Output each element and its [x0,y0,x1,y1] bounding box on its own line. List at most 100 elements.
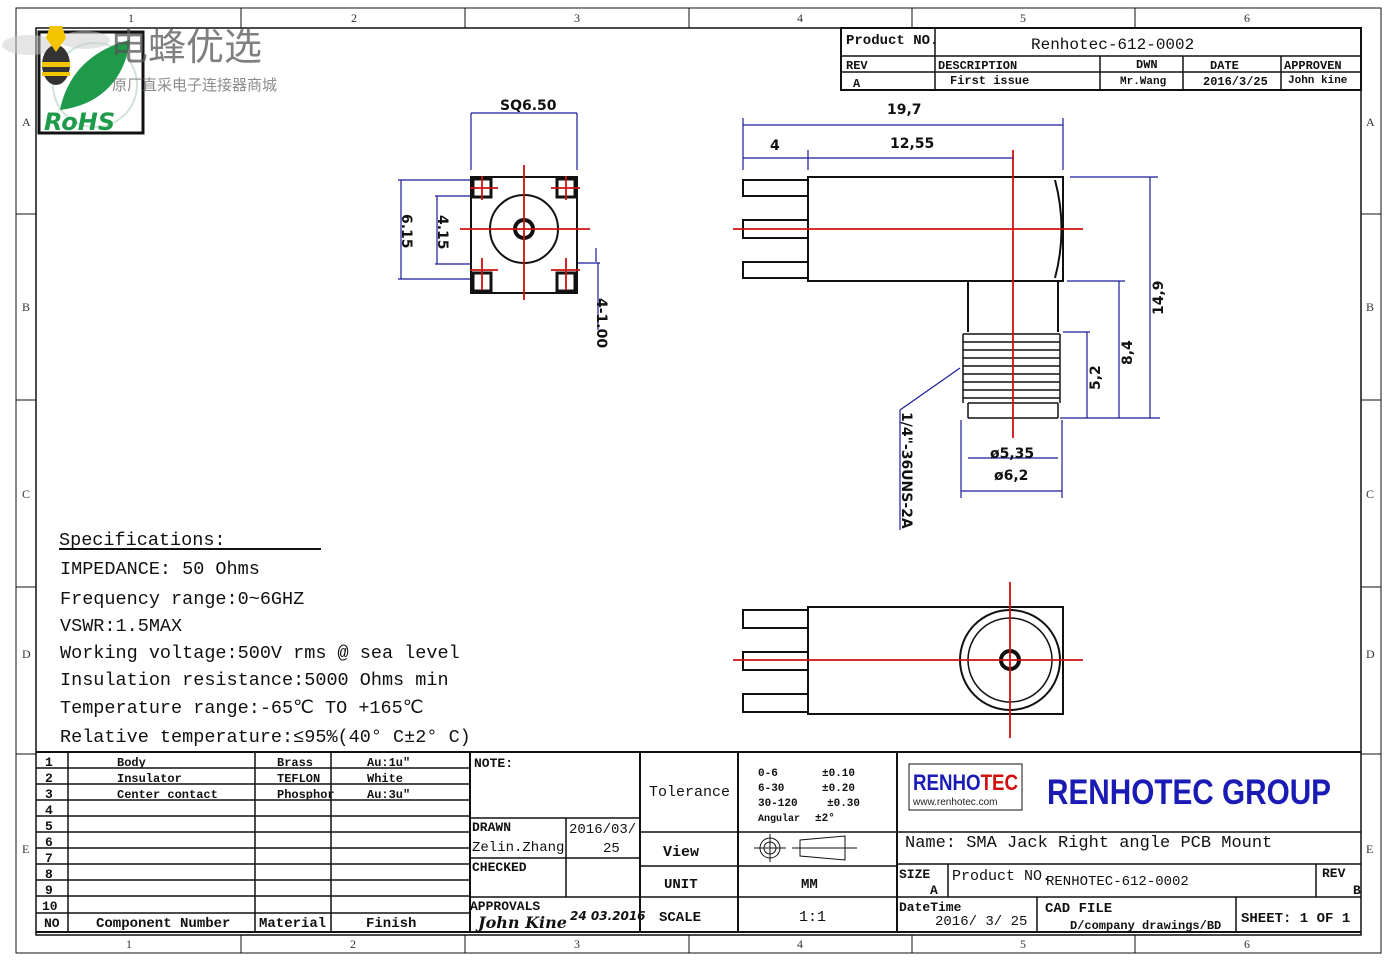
bom-row-no: 7 [45,851,53,866]
view-label: View [663,844,699,861]
revision-block: Product NO. Renhotec-612-0002 REV DESCRI… [840,27,1362,91]
spec-temperature: Temperature range:-65℃ TO +165℃ [60,698,424,719]
zone-row-b: B [22,300,30,314]
drawn-date: 2016/03/ [569,822,636,838]
zone-col-4: 4 [797,11,803,25]
drawn-date-day: 25 [603,841,620,857]
bom-header: NO Component Number Material Finish [44,916,416,932]
zone-row-a-right: A [1366,115,1375,129]
description-header: DESCRIPTION [938,59,1017,73]
dim-sq-width: SQ6.50 [500,98,557,114]
bom-row-component: Body [117,756,146,770]
projection-symbol-icon [754,834,857,862]
bom-row-finish: Au:3u" [367,788,410,802]
zone-col-3-bottom: 3 [574,937,580,951]
bom-row-no: 3 [45,787,53,802]
rev-value: A [853,77,861,91]
datetime-value: 2016/ 3/ 25 [935,914,1027,930]
dim-inner-diameter: ø5,35 [990,446,1034,462]
approver-signature: John Kine [475,913,567,932]
zone-row-e-right: E [1366,842,1373,856]
zone-row-c: C [22,487,30,501]
approval-date: 24 03.2016 [570,909,646,923]
zone-col-6: 6 [1244,11,1250,25]
bom-row-no: 2 [45,771,53,786]
unit-value: MM [801,877,818,893]
tolerance-label: Tolerance [649,784,730,801]
bom-header-material: Material [259,916,326,932]
zone-col-2-bottom: 2 [350,937,356,951]
title-block-grid [36,751,1361,933]
dwn-value: Mr.Wang [1120,76,1166,88]
tolerance-block: Tolerance 0-6 ±0.10 6-30 ±0.20 30-120 ±0… [649,768,860,926]
dim-center-offset: 12,55 [890,136,934,152]
date-value: 2016/3/25 [1203,75,1268,89]
datetime-label: DateTime [899,900,962,915]
bom-row-material: Brass [277,756,313,770]
bom-row-no: 1 [45,755,53,770]
specifications-title: Specifications: [59,530,226,551]
title-product-no-label: Product NO. [952,868,1051,885]
specifications: Specifications: IMPEDANCE: 50 Ohms Frequ… [59,530,471,748]
dim-total-length: 19,7 [887,102,922,118]
bottom-view [733,582,1083,738]
zone-col-6-bottom: 6 [1244,937,1250,951]
spec-vswr: VSWR:1.5MAX [60,616,182,637]
side-view: 19,7 4 12,55 14,9 8,4 5,2 ø5,35 ø6,2 1/4… [733,102,1167,530]
bom-row-component: Insulator [117,772,182,786]
zone-labels: 1 2 3 4 5 6 1 2 3 4 5 6 A B C D E A B C … [22,11,1375,951]
scale-value: 1:1 [799,909,826,926]
zone-col-5-bottom: 5 [1020,937,1026,951]
sheet-number: SHEET: 1 OF 1 [1241,911,1350,927]
tol-value-3: ±0.30 [827,798,860,810]
tol-range-3: 30-120 [758,798,798,810]
title-product-no-value: RENHOTEC-612-0002 [1046,874,1189,890]
zone-col-3: 3 [574,11,580,25]
unit-label: UNIT [664,877,698,893]
size-label: SIZE [899,867,930,882]
dim-outer-diameter: ø6,2 [994,468,1028,484]
scale-label: SCALE [659,910,701,926]
tol-range-2: 6-30 [758,783,784,795]
zone-col-5: 5 [1020,11,1026,25]
dim-total-height: 14,9 [1151,280,1167,315]
tol-value-angular: ±2° [815,813,835,825]
title-rev-value: B [1353,883,1361,898]
product-no-label: Product NO. [846,33,938,49]
logo-text-red: TEC [981,770,1019,795]
zone-row-e: E [22,842,29,856]
cad-file-label: CAD FILE [1045,901,1112,917]
drawn-label: DRAWN [472,820,511,835]
dim-thread-spec: 1/4"-36UNS-2A [898,412,914,529]
bom-row-no: 6 [45,835,53,850]
bom-row-no: 4 [45,803,53,818]
zone-col-4-bottom: 4 [797,937,803,951]
tol-range-1: 0-6 [758,768,778,780]
logo-url: www.renhotec.com [912,797,997,808]
spec-relative-temp: Relative temperature:≤95%(40° C±2° C) [60,727,471,748]
zone-row-d: D [22,647,31,661]
rohs-text: RoHS [44,108,115,136]
date-header: DATE [1210,59,1239,73]
bom-row-no: 8 [45,867,53,882]
dim-stem-height: 8,4 [1120,340,1136,365]
svg-text:RENHOTEC: RENHOTEC [913,770,1018,795]
zone-row-b-right: B [1366,300,1374,314]
spec-frequency: Frequency range:0~6GHZ [60,589,304,610]
drawn-by: Zelin.Zhang [472,840,564,856]
tol-range-angular: Angular [758,813,800,825]
zone-row-c-right: C [1366,487,1374,501]
bom-row-material: TEFLON [277,772,320,786]
approvals-block: NOTE: DRAWN Zelin.Zhang 2016/03/ 25 CHEC… [470,756,646,932]
bom-row-no: 10 [42,899,58,914]
zone-row-a: A [22,115,31,129]
bom-header-finish: Finish [366,916,416,932]
tol-value-2: ±0.20 [822,783,855,795]
title-rev-label: REV [1322,866,1346,881]
watermark-title: 电蜂优选 [110,25,262,69]
cad-file-path: D/company drawings/BD [1070,919,1221,933]
spec-impedance: IMPEDANCE: 50 Ohms [60,559,260,580]
zone-col-1-bottom: 1 [126,937,132,951]
